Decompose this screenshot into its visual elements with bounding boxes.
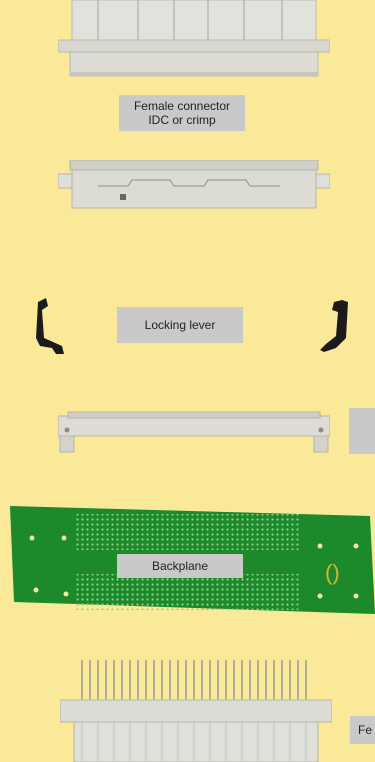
svg-text:(): () <box>325 560 340 585</box>
partial-label-bottom-right: Fe <box>350 716 375 744</box>
locking-lever-label: Locking lever <box>117 307 243 343</box>
locking-lever-right-icon <box>318 298 350 354</box>
connector-housing-icon <box>58 0 330 84</box>
connector-frame-icon <box>58 410 330 454</box>
locking-lever-left-icon <box>34 298 68 356</box>
female-connector-label: Female connector IDC or crimp <box>119 95 245 131</box>
backplane-label: Backplane <box>117 554 243 578</box>
partial-label-right <box>349 408 375 454</box>
female-connector-icon <box>58 160 330 212</box>
male-connector-pins-icon <box>60 660 332 762</box>
